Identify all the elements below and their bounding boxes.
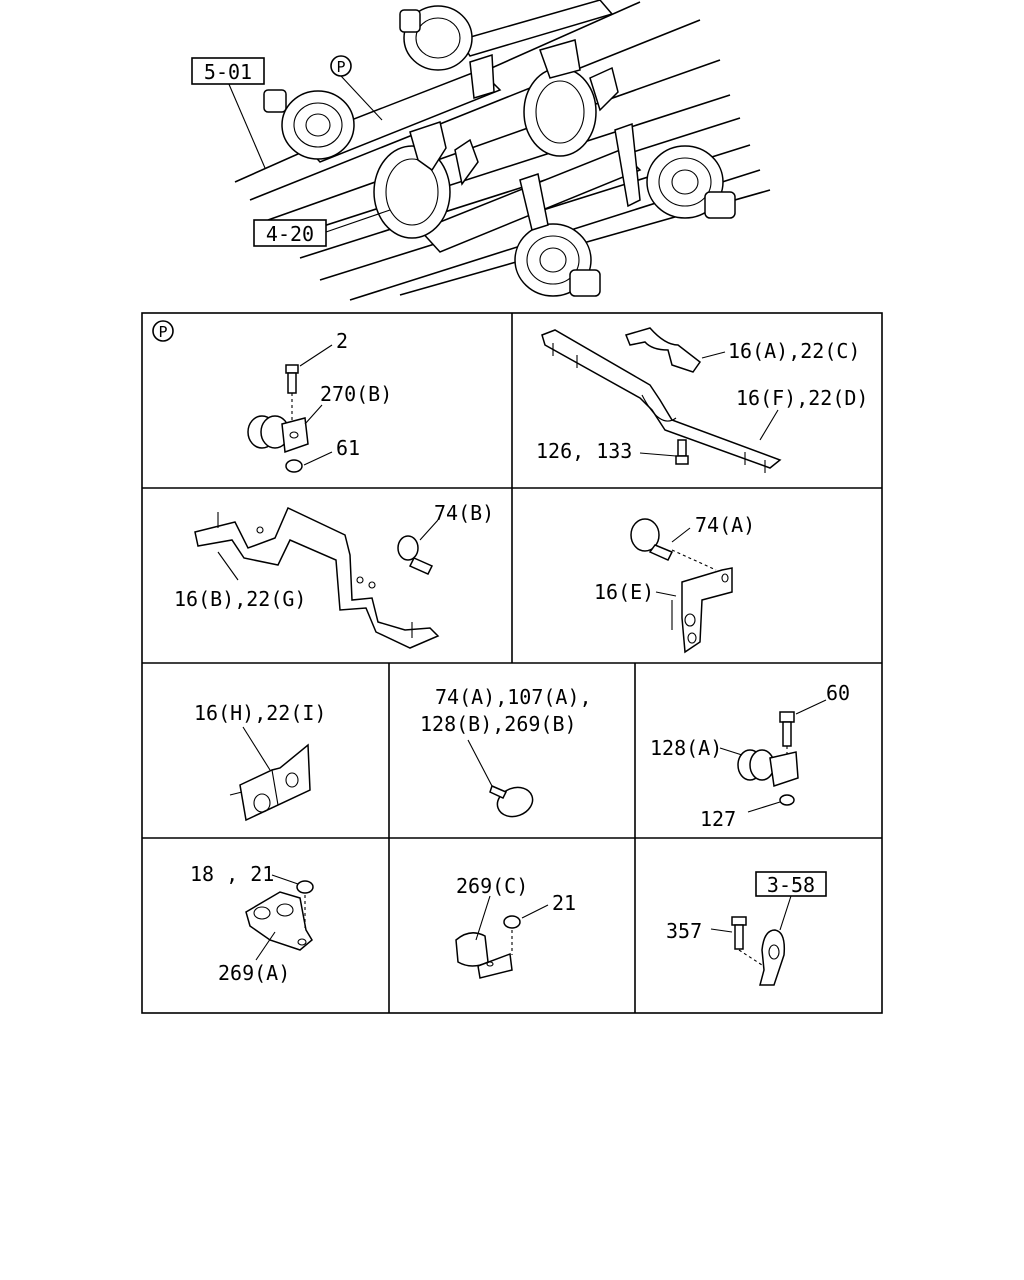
marker-p-circle <box>330 55 352 77</box>
ref-box-5-01 <box>191 57 265 85</box>
callout-61: 61 <box>336 436 360 460</box>
panel-p8: 18 , 21 269(A) <box>190 862 314 985</box>
callout-270-b: 270(B) <box>320 382 392 406</box>
ref-label-5-01: 5-01 <box>204 60 252 84</box>
callout-16f-22d: 16(F),22(D) <box>736 386 868 410</box>
hub-rear-right <box>646 145 736 219</box>
panel-p4: 74(A) 16(E) <box>594 513 755 654</box>
panel-p6: 74(A),107(A), 128(B),269(B) <box>420 685 592 818</box>
callout-60: 60 <box>826 681 850 705</box>
ref-label-4-20: 4-20 <box>266 222 314 246</box>
callout-74b: 74(B) <box>434 501 494 525</box>
callout-269a: 269(A) <box>218 961 290 985</box>
ref-label-3-58: 3-58 <box>767 873 815 897</box>
panel-marker-p-label: P <box>158 323 167 341</box>
panel-p10: 3-58 357 <box>666 871 827 986</box>
callout-128b-269b: 128(B),269(B) <box>420 712 577 736</box>
callout-16e: 16(E) <box>594 580 654 604</box>
callout-127: 127 <box>700 807 736 831</box>
callout-16b-22g: 16(B),22(G) <box>174 587 306 611</box>
panel-marker-p-circle <box>152 320 174 342</box>
panel-p5: 16(H),22(I) <box>194 701 326 822</box>
callout-128a: 128(A) <box>650 736 722 760</box>
callout-74a: 74(A) <box>695 513 755 537</box>
panel-grid <box>141 312 883 1014</box>
callout-18-21: 18 , 21 <box>190 862 274 886</box>
hub-front-right <box>399 5 473 71</box>
panel-p3: 74(B) 16(B),22(G) <box>174 501 494 649</box>
callout-269c: 269(C) <box>456 874 528 898</box>
hub-front-left <box>263 89 355 160</box>
panel-p7: 60 128(A) 127 <box>650 681 850 831</box>
callout-357: 357 <box>666 919 702 943</box>
hub-rear-left <box>514 223 601 297</box>
callout-126-133: 126, 133 <box>536 439 632 463</box>
axle-assembly-overview: 5-01 4-20 P <box>191 0 771 301</box>
marker-p-label: P <box>336 58 345 76</box>
callout-16h-22i: 16(H),22(I) <box>194 701 326 725</box>
callout-74a-107a: 74(A),107(A), <box>435 685 592 709</box>
panel-p1: P 2 270(B) 61 <box>152 320 392 473</box>
panel-p9: 269(C) 21 <box>455 874 576 979</box>
callout-2: 2 <box>336 329 348 353</box>
ref-box-4-20 <box>253 219 327 247</box>
panel-p2: 16(A),22(C) 16(F),22(D) 126, 133 <box>536 327 868 473</box>
callout-21: 21 <box>552 891 576 915</box>
callout-16a-22c: 16(A),22(C) <box>728 339 860 363</box>
